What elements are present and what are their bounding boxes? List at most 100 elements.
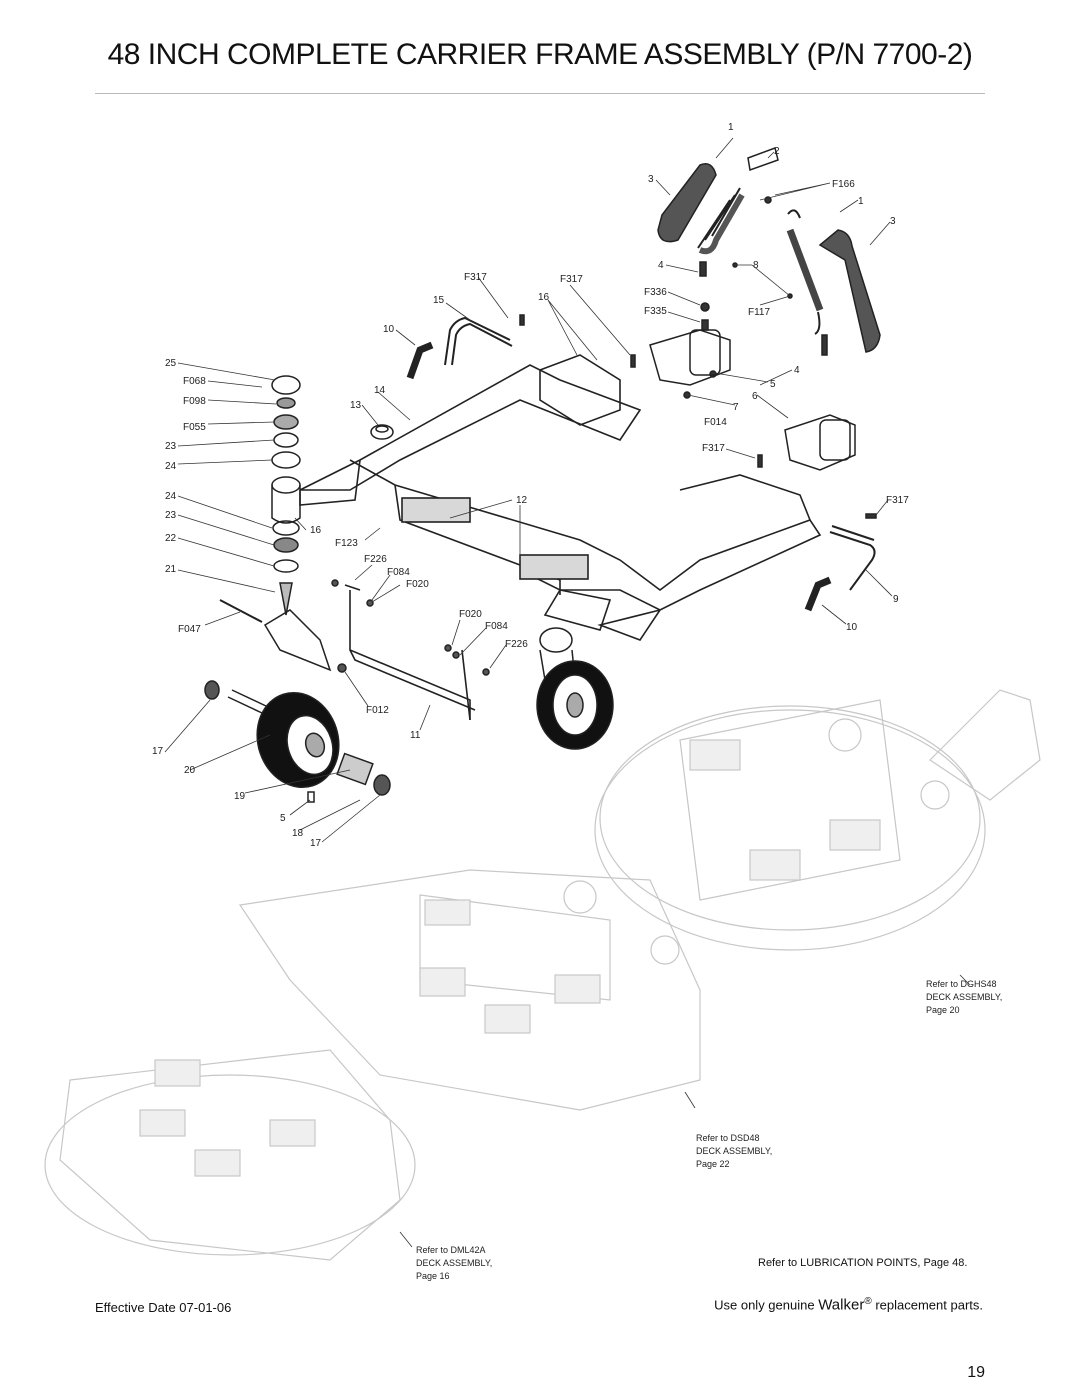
brand-name: Walker	[818, 1296, 865, 1314]
callout-f317a: F317	[464, 272, 487, 283]
callout-23b: 23	[165, 510, 177, 521]
ref-line: Page 20	[926, 1005, 960, 1015]
ref-line: DECK ASSEMBLY,	[926, 992, 1003, 1002]
callout-10a: 10	[383, 324, 395, 335]
callout-4b: 4	[794, 365, 800, 376]
dsd48-reference: Refer to DSD48 DECK ASSEMBLY, Page 22	[696, 1132, 772, 1171]
callout-f317d: F317	[886, 495, 909, 506]
dml42a-deck-drawing	[44, 1049, 416, 1261]
lubrication-note: Refer to LUBRICATION POINTS, Page 48.	[758, 1257, 968, 1269]
callout-f055: F055	[183, 422, 206, 433]
callout-16b: 16	[310, 525, 322, 536]
callout-9: 9	[893, 594, 899, 605]
callout-4: 4	[658, 260, 664, 271]
callout-f166: F166	[832, 179, 855, 190]
ref-line: DECK ASSEMBLY,	[696, 1146, 773, 1156]
callout-11: 11	[410, 730, 421, 741]
caster-stack-drawing	[263, 375, 332, 672]
page-title: 48 INCH COMPLETE CARRIER FRAME ASSEMBLY …	[107, 38, 973, 71]
callout-f014: F014	[704, 417, 727, 428]
footpad-right	[519, 554, 589, 580]
ref-line: DECK ASSEMBLY,	[416, 1258, 493, 1268]
dghs48-reference: Refer to DGHS48 DECK ASSEMBLY, Page 20	[926, 978, 1002, 1017]
callout-24a: 24	[165, 461, 177, 472]
pivot-bracket-top-drawing	[649, 329, 731, 386]
callout-10b: 10	[846, 622, 858, 633]
title-divider	[95, 93, 985, 94]
handle-9-drawing	[829, 525, 876, 591]
dml42a-reference: Refer to DML42A DECK ASSEMBLY, Page 16	[416, 1244, 492, 1283]
callout-f068: F068	[183, 376, 206, 387]
callout-17b: 17	[310, 838, 322, 849]
callout-f012: F012	[366, 705, 389, 716]
callout-12: 12	[516, 495, 528, 506]
leader-lines	[164, 137, 971, 1248]
callout-f317c: F317	[702, 443, 725, 454]
callout-25: 25	[165, 358, 177, 369]
callout-17a: 17	[152, 746, 164, 757]
callout-3: 3	[648, 174, 654, 185]
lift-bar-drawing	[344, 584, 476, 721]
callout-7: 7	[733, 402, 739, 413]
callout-f123: F123	[335, 538, 358, 549]
callout-21: 21	[165, 564, 177, 575]
bolt-f047-drawing	[219, 599, 263, 623]
pivot-bracket-6-drawing	[784, 414, 856, 471]
footpad-left	[401, 497, 471, 523]
callout-f335: F335	[644, 306, 667, 317]
grip-3-left-drawing	[657, 163, 717, 243]
rear-caster-wheel-drawing	[536, 627, 614, 750]
page-number: 19	[967, 1364, 985, 1381]
callout-24b: 24	[165, 491, 177, 502]
callout-f117: F117	[748, 307, 770, 318]
callout-15: 15	[433, 295, 445, 306]
dghs48-deck-drawing	[594, 689, 1041, 951]
spring-1-right-drawing	[786, 209, 824, 335]
callout-5b: 5	[280, 813, 286, 824]
callout-f084b: F084	[485, 621, 508, 632]
callout-3b: 3	[890, 216, 896, 227]
ref-line: Refer to DGHS48	[926, 979, 997, 989]
ref-line: Page 22	[696, 1159, 730, 1169]
callout-f098: F098	[183, 396, 206, 407]
callout-2: 2	[774, 146, 780, 157]
genuine-suffix: replacement parts.	[875, 1297, 983, 1313]
callout-labels: 1 2 3 F166 1 3 4 8 F336 F335 F117 F317 F…	[152, 122, 909, 849]
genuine-prefix: Use only genuine	[714, 1297, 815, 1313]
grip-10-bottom-drawing	[804, 576, 832, 612]
callout-16a: 16	[538, 292, 550, 303]
callout-22: 22	[165, 533, 177, 544]
callout-f047: F047	[178, 624, 201, 635]
callout-f020b: F020	[459, 609, 482, 620]
spring-1-left-drawing	[697, 187, 745, 255]
callout-f226b: F226	[505, 639, 528, 650]
callout-8: 8	[753, 260, 759, 271]
callout-6: 6	[752, 391, 758, 402]
handle-15-drawing	[444, 316, 513, 366]
ring-13-drawing	[370, 424, 394, 440]
callout-18: 18	[292, 828, 304, 839]
callout-23a: 23	[165, 441, 177, 452]
callout-f226a: F226	[364, 554, 387, 565]
grip-3-right-drawing	[818, 229, 881, 353]
ref-line: Refer to DML42A	[416, 1245, 486, 1255]
callout-f020a: F020	[406, 579, 429, 590]
callout-5a: 5	[770, 379, 776, 390]
callout-f084a: F084	[387, 567, 410, 578]
genuine-parts-note: Use only genuine Walker® replacement par…	[714, 1296, 983, 1313]
hardware-small-drawing	[519, 196, 877, 519]
callout-1: 1	[728, 122, 734, 133]
callout-f336: F336	[644, 287, 667, 298]
dsd48-deck-drawing	[238, 869, 701, 1111]
bracket-2-drawing	[747, 147, 779, 172]
callout-1b: 1	[858, 196, 864, 207]
effective-date: Effective Date 07-01-06	[95, 1300, 232, 1315]
callout-14: 14	[374, 385, 386, 396]
callout-19: 19	[234, 791, 246, 802]
callout-20: 20	[184, 765, 196, 776]
ref-line: Page 16	[416, 1271, 450, 1281]
grip-10-top-drawing	[406, 341, 434, 380]
registered-mark: ®	[864, 1296, 872, 1307]
lift-hardware-drawing	[331, 579, 490, 676]
